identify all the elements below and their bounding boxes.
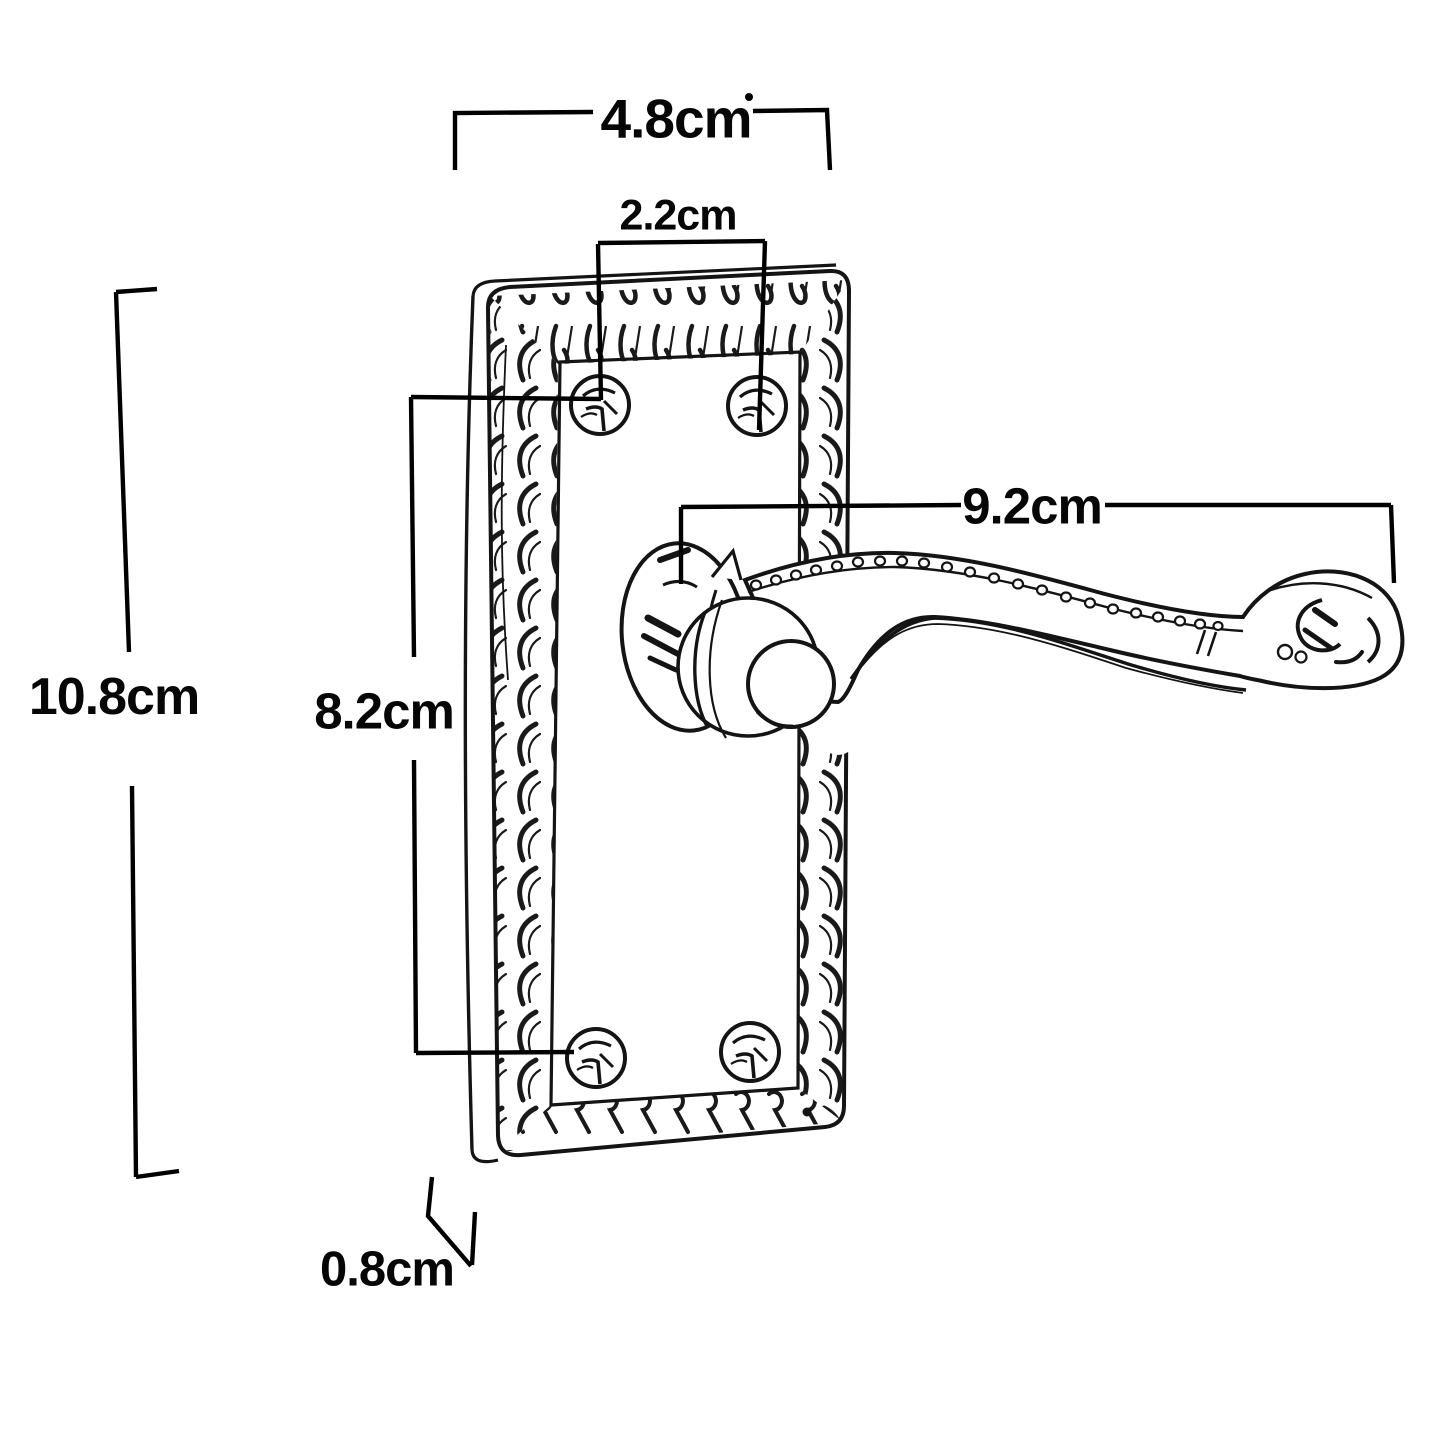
dimension-label-plate-width: 4.8cm [600,87,753,150]
dim-line-top-screw-spacing [595,238,768,431]
lever-arm [742,550,1405,705]
lever-scroll-end [1195,582,1381,665]
dim-line-plate-width [452,93,833,171]
dimension-label-plate-thickness: 0.8cm [320,1242,455,1297]
backplate-inner-edge [549,350,802,1107]
dimension-label-screw-span-vertical: 8.2cm [314,682,455,740]
screw-bottom-left [565,1027,627,1089]
lever-underside-inner-line [861,623,1244,694]
dim-line-screw-span-vertical [408,394,602,1056]
dim-line-lever-length [678,502,1397,584]
dimension-label-lever-length: 9.2cm [962,477,1103,535]
neck-flag [710,547,743,581]
lever-neck-circle [746,639,836,729]
dimension-label-plate-height: 10.8cm [28,668,200,726]
dim-line-plate-height [113,286,180,1180]
dim-dot [745,93,753,101]
backplate [463,263,852,1164]
dimension-label-top-screw-spacing: 2.2cm [619,191,738,240]
lever-handle [619,541,1405,755]
dim-line-plate-thickness [425,1176,478,1268]
screw-bottom-right [719,1021,781,1083]
ink-dot [802,1107,812,1117]
lever-underside-line [849,616,1247,692]
backplate-outline [485,268,852,1158]
lever-bead-row [749,555,1224,632]
